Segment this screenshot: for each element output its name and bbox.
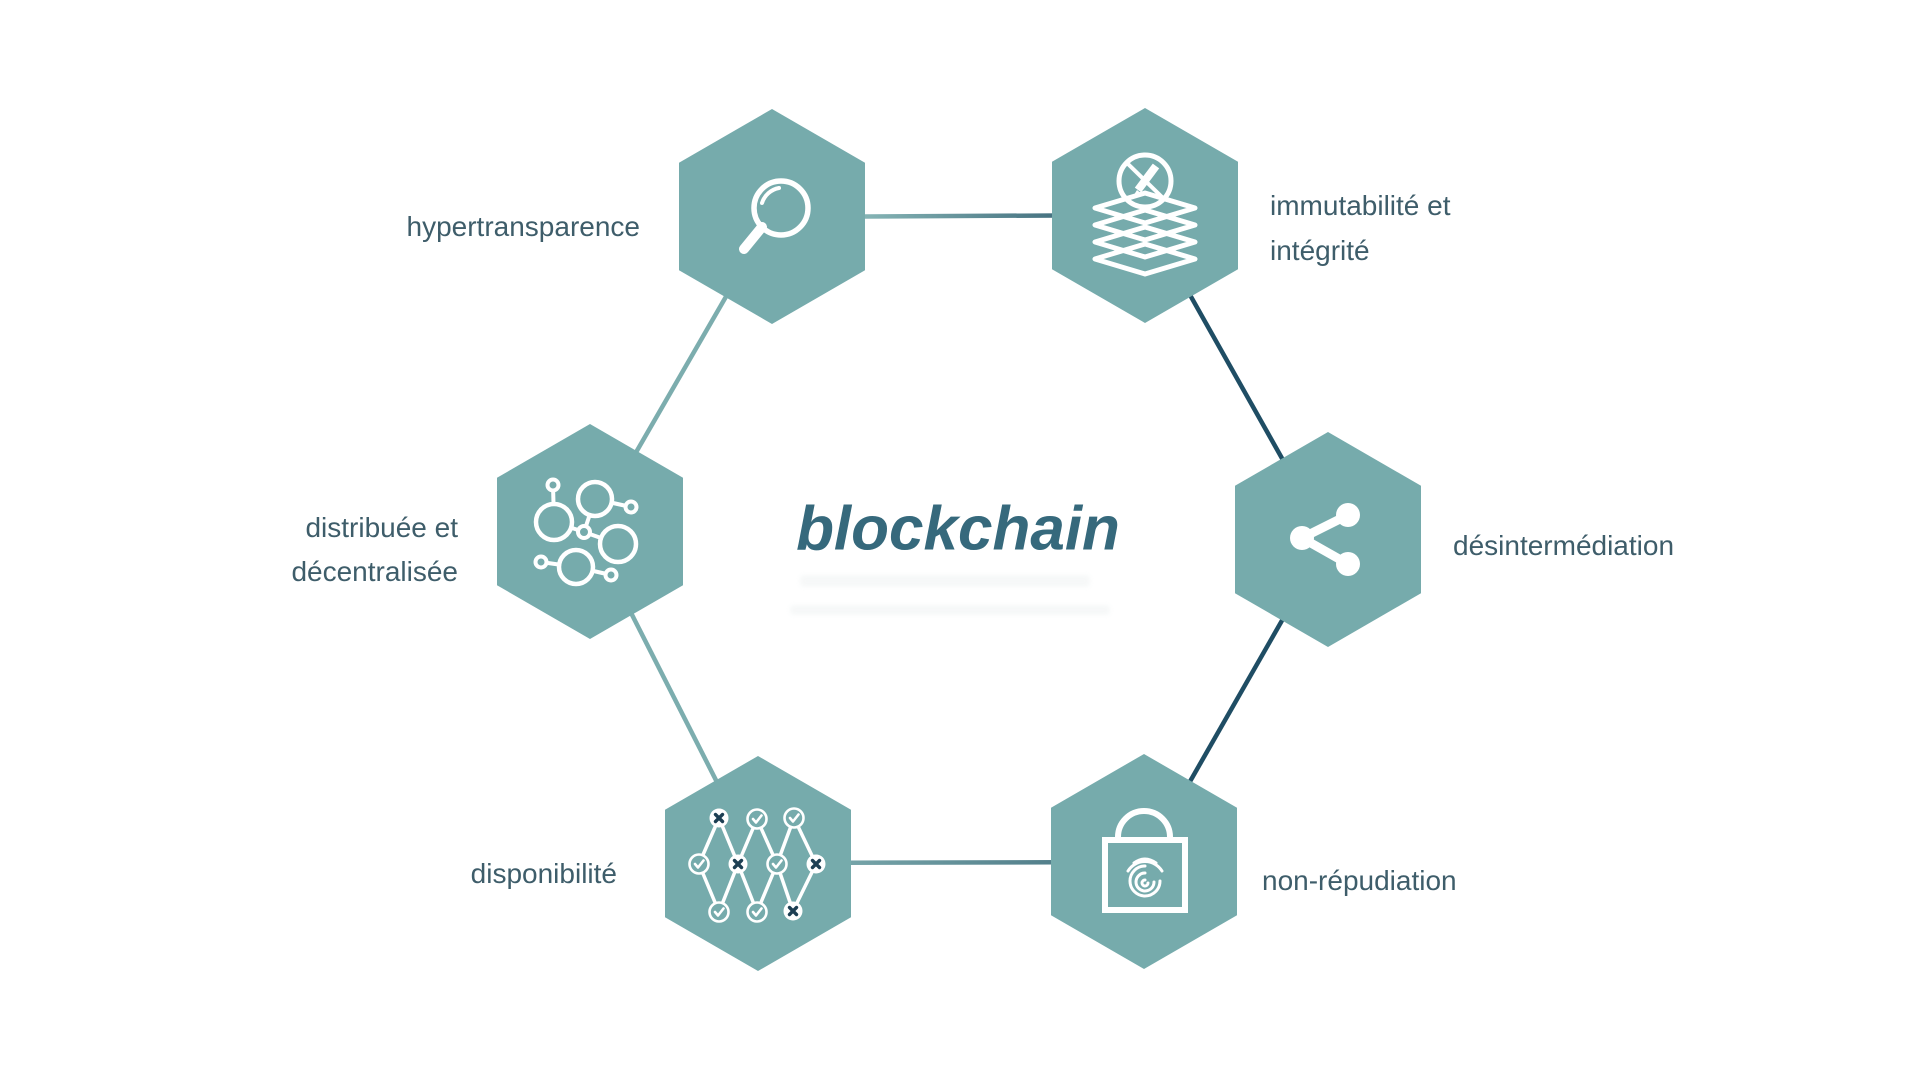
faint-watermark — [800, 575, 1090, 587]
label-disponibilite: disponibilité — [470, 858, 617, 889]
label-non-repudiation: non-répudiation — [1262, 865, 1457, 896]
diagram-title: blockchain — [796, 494, 1120, 564]
label-distribuee: distribuée et décentralisée — [291, 512, 458, 587]
no-edit-layers-icon — [1092, 152, 1198, 276]
lock-fingerprint-icon — [1102, 807, 1188, 913]
distributed-nodes-icon — [533, 477, 638, 587]
label-immutabilite: immutabilité et intégrité — [1270, 190, 1451, 266]
share-icon — [1290, 502, 1360, 576]
label-hypertransparence: hypertransparence — [406, 211, 640, 242]
magnifier-icon — [739, 177, 811, 254]
faint-watermark — [790, 605, 1110, 615]
label-desintermediation: désintermédiation — [1453, 530, 1675, 561]
validation-network-icon — [688, 806, 826, 923]
